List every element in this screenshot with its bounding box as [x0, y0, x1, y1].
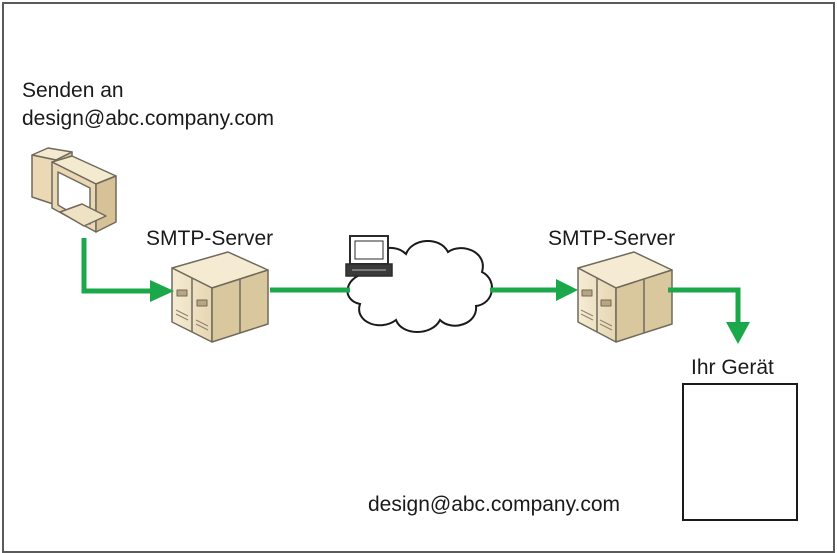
device-icon [682, 383, 798, 521]
server-icon [577, 251, 673, 343]
computer-icon [31, 147, 117, 233]
server-icon [171, 251, 269, 343]
terminal-icon [345, 235, 393, 277]
device-email: design@abc.company.com [368, 493, 621, 516]
smtp-server-left-label: SMTP-Server [146, 227, 274, 250]
sender-email: design@abc.company.com [22, 107, 275, 130]
arrowhead-2 [556, 279, 578, 301]
arrowhead-1 [150, 280, 174, 302]
flow-arrows [81, 238, 741, 324]
device-label: Ihr Gerät [691, 356, 774, 379]
sender-label-line1: Senden an [22, 79, 124, 102]
smtp-server-right-label: SMTP-Server [548, 227, 676, 250]
arrowhead-3 [726, 322, 750, 344]
arrow-smtp-to-device [668, 287, 741, 324]
arrow-sender-to-smtp [81, 238, 152, 294]
